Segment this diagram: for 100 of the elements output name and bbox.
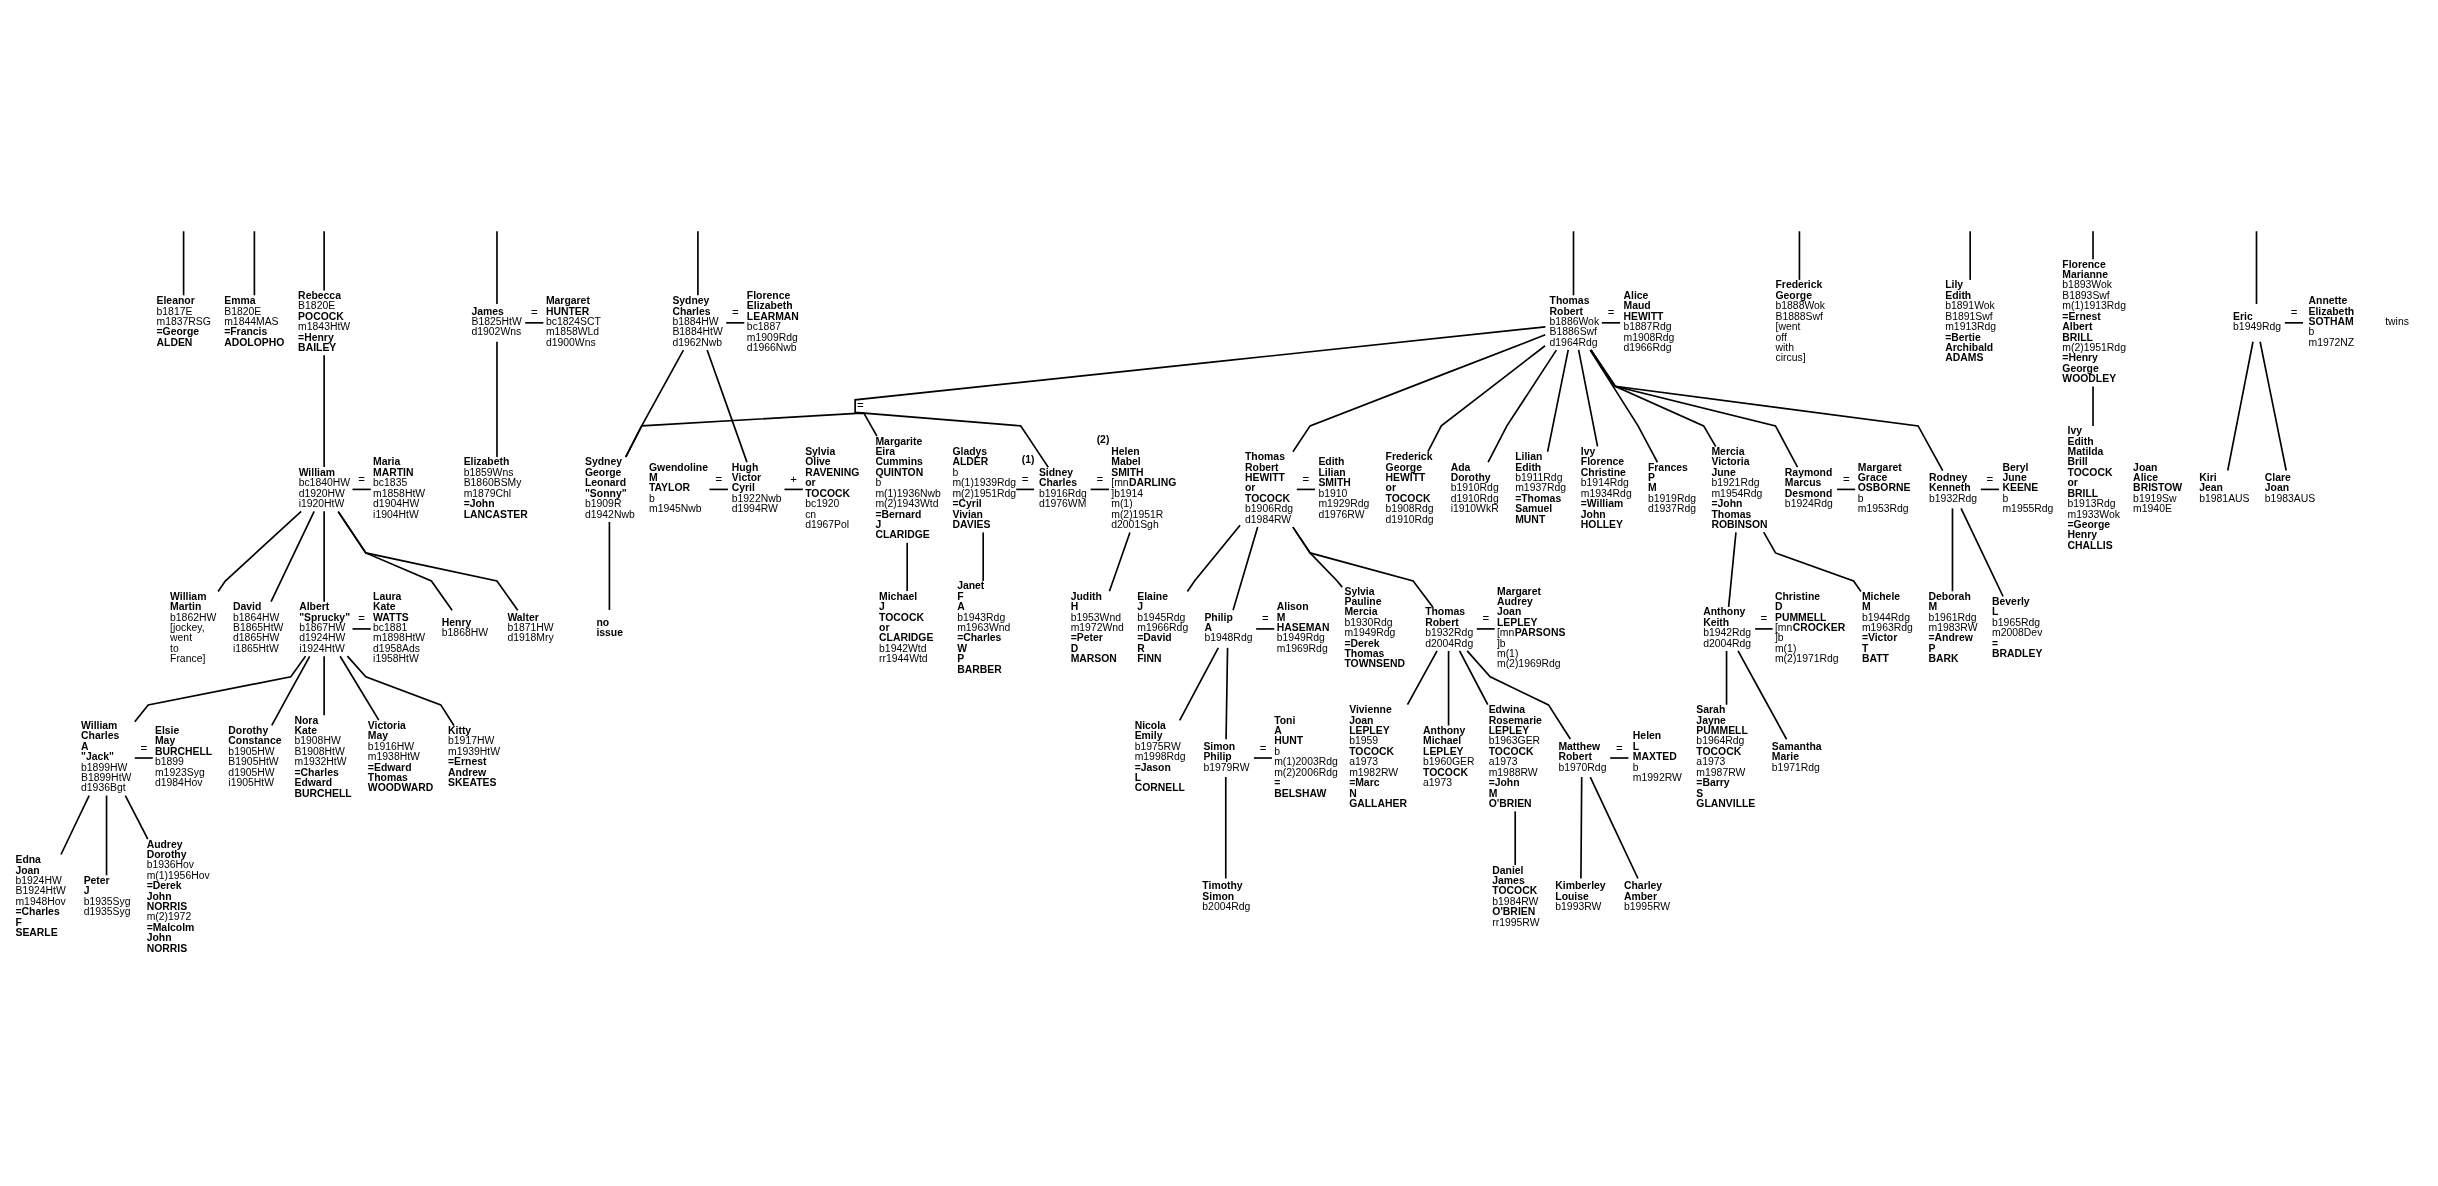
node-text: Joan Alice BRISTOW b1919Sw m1940E [2133, 461, 2183, 515]
connector [2226, 340, 2254, 472]
node-text: Judith H b1953Wnd m1972Wnd =Peter D MARSON [1070, 590, 1124, 665]
connector [1609, 757, 1630, 759]
node-text: Maria MARTIN bc1835 m1858HtW d1904HW i1904HtW [373, 456, 426, 520]
node-text: Beryl June KEENE b m1955Rdg [2002, 461, 2054, 515]
connector [270, 655, 311, 727]
node-text: Edna Joan b1924HW B1924HtW m1948Hov =Charles F SEARLE [15, 854, 66, 939]
connector [1232, 526, 1259, 611]
connector [124, 794, 149, 840]
edge-label: = [732, 306, 739, 319]
connector [2092, 230, 2094, 260]
node-text: Hugh Victor Cyril b1922Nwb d1994RW [731, 461, 782, 515]
connector [2284, 322, 2304, 324]
node-text: Janet F A b1943Rdg m1963Wnd =Charles W P BARBER [957, 580, 1011, 675]
connector [2255, 230, 2258, 305]
node-text: Kiri Jean b1981AUS [2199, 472, 2250, 504]
connector [346, 655, 455, 727]
node-text: William bc1840HW d1920HW i1920HtW [298, 466, 351, 510]
edge-label: + [790, 472, 798, 485]
connector [496, 230, 498, 305]
node-text: Sylvia Pauline Mercia b1930Rdg m1949Rdg =Derek Thomas TOWNSEND [1344, 585, 1405, 670]
node-text: Victoria May b1916HW m1938HtW =Edward Thomas WOODWARD [367, 719, 434, 794]
connector [624, 349, 685, 458]
connector [60, 794, 90, 856]
connector [1178, 647, 1220, 722]
connector [1225, 647, 1229, 740]
connector [725, 322, 746, 324]
node-text: Margaret Grace OSBORNE b m1953Rdg [1857, 461, 1911, 515]
node-text: Ivy Edith Matilda Brill TOCOCK or BRILL b1913Rdg m1933Wok =George Henry CHALLIS [2067, 425, 2120, 551]
connector [524, 322, 545, 324]
connector [182, 230, 185, 297]
connector [1458, 650, 1489, 706]
connector [608, 521, 611, 611]
connector [1601, 322, 1621, 324]
connector [1089, 488, 1110, 491]
connector [323, 354, 325, 468]
connector [253, 230, 256, 297]
node-label: (2) [1096, 433, 1110, 445]
node-text: Sarah Jayne PUMMELL b1964Rdg TOCOCK a1973 m1987RW =Barry S GLANVILLE [1696, 704, 1756, 809]
connector [323, 655, 325, 717]
node-text: Thomas Robert b1886Wok B1886Swf d1964Rdg [1549, 295, 1600, 348]
edge-label: = [1261, 612, 1269, 625]
edge-label: = [140, 741, 148, 754]
connector [133, 655, 307, 723]
node-text: Simon Philip b1979RW [1203, 740, 1250, 773]
node-text: Charley Amber b1995RW [1624, 880, 1671, 913]
node-text: Edwina Rosemarie LEPLEY b1963GER TOCOCK a1973 m1988RW =John M O'BRIEN [1488, 704, 1542, 809]
node-text: Margaret HUNTER bc1824SCT m1858WLd d1900Wns [545, 295, 601, 348]
edge-label: = [358, 612, 365, 625]
connector [351, 488, 372, 491]
node-text: Dorothy Constance b1905HW B1905HtW d1905HW i1905HtW [228, 725, 282, 789]
connector [1798, 230, 1801, 281]
node-text: Nicola Emily b1975RW m1998Rdg =Jason L CORNELL [1134, 719, 1186, 794]
node-text: Margarite Eira Cummins QUINTON b m(1)1936Nwb m(2)1943Wtd =Bernard J CLARIDGE [875, 435, 941, 541]
node-text: Gladys ALDER b m(1)1939Rdg m(2)1951Rdg =Cyril Vivian DAVIES [952, 446, 1017, 530]
node-text: Samantha Marie b1971Rdg [1771, 740, 1822, 773]
connector [1754, 628, 1774, 630]
connector [133, 757, 154, 759]
connector [1590, 349, 1944, 472]
node-text: Sydney Charles b1884HW B1884HtW d1962Nwb [672, 295, 723, 348]
node-text: Daniel James TOCOCK b1984RW O'BRIEN rr1995RW [1492, 864, 1540, 928]
edge-label: = [1760, 612, 1768, 625]
edge-label: = [1986, 472, 1994, 485]
node-text: Christine D PUMMELL [mnCROCKER]b m(1) m(2)1971Rdg [1774, 590, 1846, 665]
edge-label: = [715, 472, 723, 485]
connector [1487, 349, 1558, 464]
connector [1514, 810, 1517, 866]
edge-label: = [1096, 472, 1104, 485]
node-text: Edith Lilian SMITH b1910 m1929Rdg d1976RW [1318, 456, 1370, 520]
node-text: Ada Dorothy b1910Rdg d1910Rdg i1910WkR [1450, 461, 1499, 515]
edge-label: = [856, 399, 864, 412]
node-text: Peter J b1935Syg d1935Syg [83, 875, 131, 918]
connector [1737, 650, 1788, 741]
edge-label: = [2290, 306, 2298, 319]
connector [1475, 628, 1496, 630]
connector [2092, 385, 2094, 427]
connector [1295, 488, 1316, 491]
connector [270, 510, 315, 603]
node-text: Michael J TOCOCK or CLARIDGE b1942Wtd rr1944Wtd [879, 590, 934, 665]
node-text: Alice Maud HEWITT b1887Rdg m1908Rdg d1966Rdg [1623, 289, 1675, 353]
node-text: Kimberley Louise b1993RW [1555, 880, 1606, 913]
node-text: Anthony Keith b1942Rdg d2004Rdg [1703, 606, 1752, 649]
node-text: Clare Joan b1983AUS [2264, 472, 2316, 504]
node-text: Vivienne Joan LEPLEY b1959 TOCOCK a1973 m1982RW =Marc N GALLAHER [1349, 704, 1407, 809]
connector [1253, 757, 1273, 759]
connector [1186, 524, 1241, 593]
node-text: Sydney George Leonard "Sonny" b1909R d1942Nwb [584, 456, 635, 520]
node-text: William Charles A "Jack" b1899HW B1899HtW d1936Bgt [81, 719, 132, 794]
node-text: Ivy Florence Christine b1914Rdg m1934Rdg =William John HOLLEY [1580, 446, 1632, 530]
node-text: Nora Kate b1908HW B1908HtW m1932HtW =Charles Edward BURCHELL [294, 714, 352, 799]
edge-label: = [1482, 612, 1490, 625]
node-text: Michele M b1944Rdg m1963Rdg =Victor T BATT [1861, 590, 1913, 665]
connector [625, 412, 878, 458]
node-label: (1) [1021, 454, 1035, 466]
node-text: Emma B1820E m1844MAS =Francis ADOLOPHO [224, 295, 285, 348]
connector [1406, 650, 1438, 706]
connector [1980, 488, 2000, 491]
node-text: David b1864HW B1865HtW d1865HW i1865HtW [233, 601, 284, 654]
node-text: Gwendoline M TAYLOR b m1945Nwb [648, 461, 708, 515]
